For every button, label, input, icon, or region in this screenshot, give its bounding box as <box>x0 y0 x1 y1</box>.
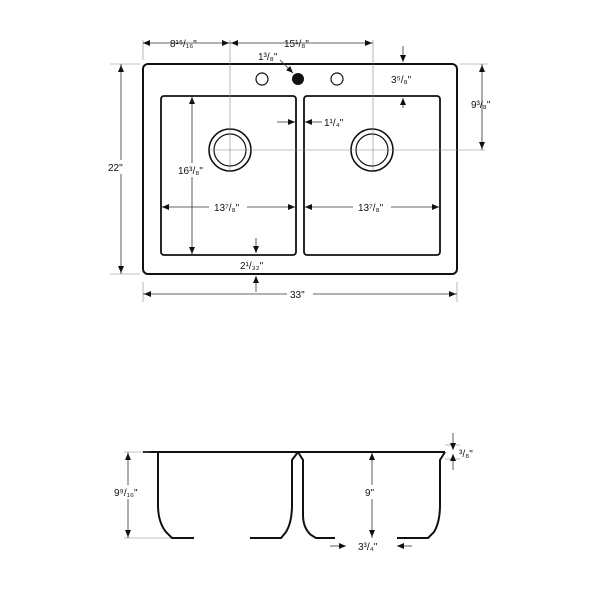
side-view: ³/₈" 9⁹/₁₆" 9" 3³/₄" <box>112 433 473 553</box>
dim-divider: 1¹/₄" <box>324 118 344 129</box>
dim-left-depth: 9⁹/₁₆" <box>114 488 138 499</box>
left-bowl-profile <box>157 452 194 539</box>
dim-right-depth: 9" <box>365 488 375 499</box>
right-bowl <box>303 95 441 256</box>
dim-overall-width: 33" <box>290 290 305 301</box>
faucet-hole-center <box>292 73 304 85</box>
dim-bottom-margin: 2¹/₃₂" <box>240 261 264 272</box>
dim-left-offset: 8¹⁵/₁₆" <box>170 39 197 50</box>
left-bowl <box>160 95 297 256</box>
dim-left-bowl-width: 13⁷/₈" <box>214 203 240 214</box>
dim-drain-height: 9³/₈" <box>471 100 491 111</box>
dim-drain-offset: 3³/₄" <box>358 542 378 553</box>
dim-overall-depth: 22" <box>108 163 123 174</box>
dim-hole-dia: 1³/₈" <box>258 52 278 63</box>
dim-rim: ³/₈" <box>459 449 473 460</box>
faucet-hole-right <box>330 72 344 86</box>
dim-top-margin: 3⁵/₈" <box>391 75 412 86</box>
sink-outline <box>142 63 458 275</box>
dim-right-bowl-width: 13⁷/₈" <box>358 203 384 214</box>
top-view: 8¹⁵/₁₆" 15¹/₈" 1³/₈" 3⁵/₈" 9³/₈" 1¹/₄" 2… <box>106 39 491 302</box>
dim-center-span: 15¹/₈" <box>284 39 309 50</box>
dim-bowl-depth: 16³/₈" <box>178 166 203 177</box>
faucet-hole-left <box>255 72 269 86</box>
right-bowl-profile <box>297 451 335 539</box>
